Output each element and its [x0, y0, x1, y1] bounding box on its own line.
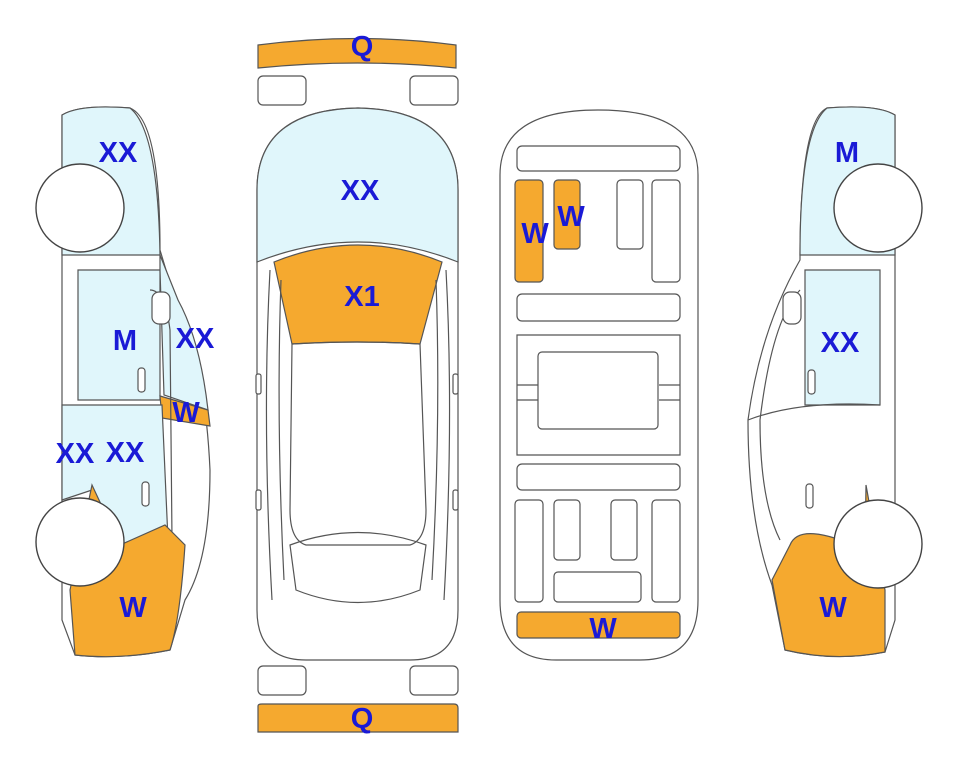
right-quarter[interactable]: [771, 484, 886, 658]
label-left-front-door: M: [113, 325, 137, 357]
floor-front-crossmember: [516, 145, 681, 172]
rear-window: [289, 531, 427, 604]
floor-left-inner[interactable]: [553, 179, 581, 250]
label-right-front-door: XX: [821, 327, 860, 359]
rear-right-inner: [610, 499, 638, 561]
rear-right-light: [409, 665, 459, 696]
left-side-view: [35, 106, 211, 658]
label-left-rear-door-a: XX: [56, 438, 95, 470]
damage-labels: Q XX X1 Q W W W XX M XX W XX XX W M XX W: [56, 31, 860, 735]
underbody-view: [499, 109, 699, 661]
rear-bumper[interactable]: [257, 703, 459, 733]
left-window-line: [278, 279, 285, 581]
hood[interactable]: [256, 107, 459, 263]
right-rear-handle: [805, 483, 814, 509]
right-window-line: [431, 279, 439, 581]
rear-left-rail: [514, 499, 544, 603]
left-mirror-front: [255, 373, 262, 395]
label-roof-front: X1: [344, 281, 379, 313]
label-floor-left-rail: W: [521, 218, 549, 250]
right-sill-line: [747, 403, 881, 421]
label-left-a-pillar: XX: [176, 323, 215, 355]
top-view: [255, 37, 459, 733]
rear-left-inner: [553, 499, 581, 561]
left-front-wheel: [35, 163, 125, 253]
right-handle-rear: [452, 489, 459, 511]
right-mirror-front: [452, 373, 459, 395]
left-side-line: [265, 269, 273, 601]
left-front-handle: [137, 367, 146, 393]
right-rear-wheel: [833, 499, 923, 589]
right-front-handle: [807, 369, 816, 395]
floor-mid-crossmember: [516, 293, 681, 322]
label-right-quarter: W: [819, 592, 847, 624]
right-side-line: [443, 269, 451, 601]
front-bumper[interactable]: [257, 37, 457, 69]
floor-left-rail[interactable]: [514, 179, 544, 283]
rear-right-rail: [651, 499, 681, 603]
left-mirror: [151, 291, 171, 325]
label-left-quarter: W: [119, 592, 147, 624]
spare-well: [553, 571, 642, 603]
right-side-view: [747, 106, 923, 658]
rear-left-light: [257, 665, 307, 696]
label-right-front-fender: M: [835, 137, 859, 169]
left-rear-wheel: [35, 497, 125, 587]
left-rear-handle: [141, 481, 150, 507]
label-left-b-pillar: W: [172, 397, 200, 429]
label-floor-rear-panel: W: [589, 613, 617, 645]
floor-right-rail: [651, 179, 681, 283]
label-left-rear-door-b: XX: [106, 437, 145, 469]
label-hood: XX: [341, 175, 380, 207]
floor-rear-panel[interactable]: [516, 611, 681, 639]
cabin-outline: [289, 341, 427, 546]
left-handle-rear: [255, 489, 262, 511]
right-front-wheel: [833, 163, 923, 253]
floor-right-inner: [616, 179, 644, 250]
label-rear-bumper: Q: [351, 703, 374, 735]
label-front-bumper: Q: [351, 31, 374, 63]
front-right-light: [409, 75, 459, 106]
front-left-light: [257, 75, 307, 106]
label-floor-left-inner: W: [557, 201, 585, 233]
floor-tunnel: [537, 351, 659, 430]
label-left-front-fender: XX: [99, 137, 138, 169]
right-mirror: [782, 291, 802, 325]
floor-rear-crossmember: [516, 463, 681, 491]
